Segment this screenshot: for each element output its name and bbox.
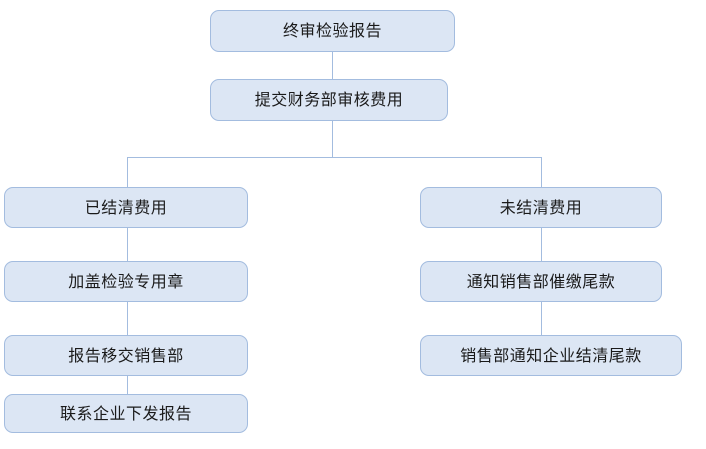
node-affix-inspection-seal[interactable]: 加盖检验专用章 <box>4 261 248 302</box>
node-label: 提交财务部审核费用 <box>254 90 404 109</box>
connector-n5-n6 <box>127 376 128 394</box>
connector-branch-bar <box>127 157 542 158</box>
node-label: 终审检验报告 <box>282 21 382 40</box>
connector-n3-n4 <box>127 228 128 261</box>
connector-n2-stem <box>332 121 333 157</box>
connector-n8-n9 <box>541 302 542 335</box>
node-label: 报告移交销售部 <box>68 345 184 365</box>
node-fee-unsettled[interactable]: 未结清费用 <box>420 187 662 228</box>
node-label: 加盖检验专用章 <box>68 271 184 291</box>
node-label: 联系企业下发报告 <box>59 403 192 423</box>
node-final-inspection-report[interactable]: 终审检验报告 <box>210 10 455 52</box>
node-label: 销售部通知企业结清尾款 <box>460 345 642 365</box>
node-fee-settled[interactable]: 已结清费用 <box>4 187 248 228</box>
node-label: 已结清费用 <box>84 197 168 217</box>
node-submit-finance-review-fee[interactable]: 提交财务部审核费用 <box>210 79 448 121</box>
node-notify-sales-collect-balance[interactable]: 通知销售部催缴尾款 <box>420 261 662 302</box>
connector-n7-n8 <box>541 228 542 261</box>
node-label: 通知销售部催缴尾款 <box>466 271 616 291</box>
node-transfer-report-to-sales[interactable]: 报告移交销售部 <box>4 335 248 376</box>
connector-n1-n2 <box>332 52 333 79</box>
node-sales-notify-enterprise-settle-balance[interactable]: 销售部通知企业结清尾款 <box>420 335 682 376</box>
node-contact-enterprise-issue-report[interactable]: 联系企业下发报告 <box>4 394 248 433</box>
connector-n4-n5 <box>127 302 128 335</box>
node-label: 未结清费用 <box>499 197 583 217</box>
connector-branch-right-drop <box>541 157 542 187</box>
connector-branch-left-drop <box>127 157 128 187</box>
